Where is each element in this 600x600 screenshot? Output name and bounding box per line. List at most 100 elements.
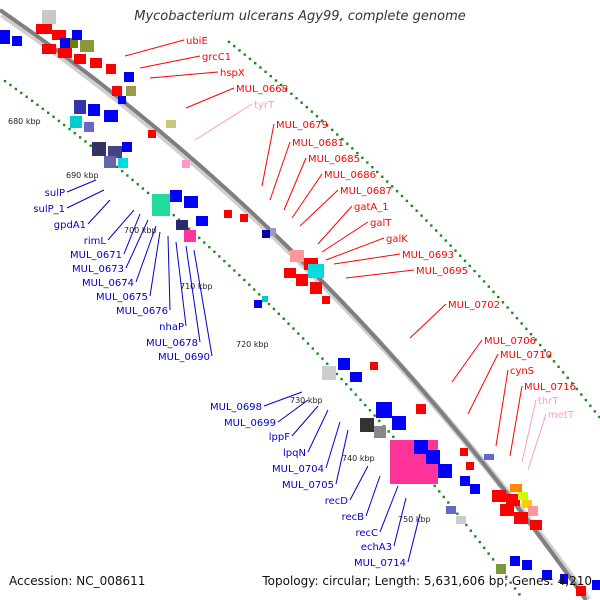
gc-skew-dot-outer [390, 185, 394, 188]
gc-skew-dot-outer [320, 119, 324, 122]
gene-label-forward[interactable]: galK [386, 234, 408, 245]
gc-skew-dot-inner [3, 79, 7, 83]
gene-label-reverse[interactable]: MUL_0690 [158, 352, 210, 363]
gene-feature [148, 130, 156, 138]
gc-skew-dot-inner [491, 558, 495, 561]
gene-label-reverse[interactable]: MUL_0714 [354, 558, 406, 569]
gene-label-reverse[interactable]: rimL [84, 236, 107, 247]
gene-label-reverse[interactable]: lppF [269, 432, 290, 443]
gene-label-forward[interactable]: MUL_0686 [324, 170, 376, 181]
leader-line [123, 213, 141, 255]
gc-skew-dot-outer [310, 110, 314, 113]
gene-label-forward[interactable]: ubiE [186, 36, 208, 47]
gc-skew-dot-outer [356, 151, 359, 155]
gene-label-forward[interactable]: hspX [220, 68, 245, 79]
gc-skew-dot-inner [513, 587, 517, 590]
gene-label-reverse[interactable]: sulP [45, 188, 65, 199]
leader-line [283, 157, 307, 211]
gene-label-forward[interactable]: galT [370, 218, 392, 229]
gene-feature [74, 54, 86, 64]
gene-feature [106, 64, 116, 74]
gene-label-forward[interactable]: metT [548, 410, 575, 421]
gene-feature [84, 122, 94, 132]
gene-label-forward[interactable]: MUL_0710 [500, 350, 552, 361]
gc-skew-dot-outer [233, 44, 236, 48]
gene-label-reverse[interactable]: lpqN [283, 448, 306, 459]
scale-tick-label: 690 kbp [66, 171, 99, 180]
gene-feature [416, 404, 426, 414]
gene-label-reverse[interactable]: recC [355, 528, 378, 539]
gc-skew-dot-outer [515, 316, 519, 320]
gene-feature [270, 228, 276, 236]
gc-skew-dot-inner [68, 127, 71, 131]
gene-label-reverse[interactable]: MUL_0699 [224, 418, 276, 429]
gene-label-reverse[interactable]: MUL_0705 [282, 480, 334, 491]
gene-label-reverse[interactable]: recB [342, 512, 365, 523]
gc-skew-dot-inner [392, 435, 395, 439]
gene-label-reverse[interactable]: MUL_0704 [272, 464, 324, 475]
scale-tick-label: 720 kbp [236, 340, 269, 349]
gene-feature [376, 402, 392, 418]
gene-label-forward[interactable]: MUL_0685 [308, 154, 360, 165]
gc-skew-dot-inner [218, 255, 221, 258]
gene-label-forward[interactable]: thrT [538, 396, 559, 407]
gene-label-reverse[interactable]: MUL_0676 [116, 306, 168, 317]
gc-skew-dot-inner [131, 178, 134, 182]
gene-feature [176, 220, 188, 230]
gene-label-reverse[interactable]: recD [325, 496, 349, 507]
gene-label-reverse[interactable]: MUL_0678 [146, 338, 198, 349]
gc-skew-dot-outer [449, 244, 452, 247]
leader-line [149, 71, 219, 79]
gene-label-forward[interactable]: MUL_0693 [402, 250, 454, 261]
gc-skew-dot-inner [518, 593, 521, 596]
leader-line [66, 189, 105, 209]
gc-skew-dot-outer [434, 229, 438, 232]
gc-skew-dot-inner [25, 95, 28, 99]
gc-skew-dot-inner [364, 403, 367, 407]
gene-feature [74, 100, 86, 114]
gene-label-forward[interactable]: gatA_1 [354, 202, 389, 213]
gc-skew-dot-inner [438, 490, 441, 493]
gene-feature [0, 30, 10, 44]
gene-feature [52, 30, 66, 40]
leader-line [139, 55, 201, 69]
gc-skew-dot-inner [326, 362, 329, 365]
gc-skew-dot-inner [306, 342, 310, 345]
gene-label-reverse[interactable]: MUL_0674 [82, 278, 134, 289]
leader-line [345, 269, 415, 279]
gc-skew-dot-inner [203, 241, 206, 244]
gene-label-reverse[interactable]: echA3 [361, 542, 392, 553]
gene-label-forward[interactable]: MUL_0716 [524, 382, 576, 393]
leader-line [321, 221, 369, 253]
gc-skew-dot-inner [277, 312, 281, 315]
gene-label-reverse[interactable]: MUL_0675 [96, 292, 148, 303]
gene-feature [522, 500, 532, 508]
gene-label-reverse[interactable]: MUL_0698 [210, 402, 262, 413]
gene-label-forward[interactable]: MUL_0679 [276, 120, 328, 131]
gene-label-forward[interactable]: MUL_0681 [292, 138, 344, 149]
gene-label-forward[interactable]: grcC1 [202, 52, 231, 63]
gene-feature [72, 30, 82, 40]
gene-label-reverse[interactable]: nhaP [159, 322, 184, 333]
gene-feature [456, 516, 466, 524]
gene-label-reverse[interactable]: gpdA1 [54, 220, 86, 231]
gc-skew-dot-inner [253, 288, 256, 291]
gene-feature [296, 274, 308, 286]
gc-skew-track [3, 40, 600, 596]
gene-feature [152, 194, 170, 216]
gc-skew-dot-inner [340, 377, 343, 381]
gene-label-forward[interactable]: cynS [510, 366, 534, 377]
gene-label-forward[interactable]: tyrT [254, 100, 275, 111]
gene-label-reverse[interactable]: MUL_0671 [70, 250, 122, 261]
gene-label-forward[interactable]: MUL_0695 [416, 266, 468, 277]
gene-label-forward[interactable]: MUL_0687 [340, 186, 392, 197]
gene-label-forward[interactable]: MUL_0668 [236, 84, 288, 95]
gc-skew-dot-outer [492, 290, 495, 294]
gene-label-forward[interactable]: MUL_0702 [448, 300, 500, 311]
gc-skew-dot-inner [487, 552, 490, 555]
gene-feature [514, 512, 528, 524]
gene-label-reverse[interactable]: sulP_1 [33, 204, 65, 215]
gc-skew-dot-inner [9, 83, 12, 87]
gene-label-reverse[interactable]: MUL_0673 [72, 264, 124, 275]
gene-label-forward[interactable]: MUL_0706 [484, 336, 536, 347]
